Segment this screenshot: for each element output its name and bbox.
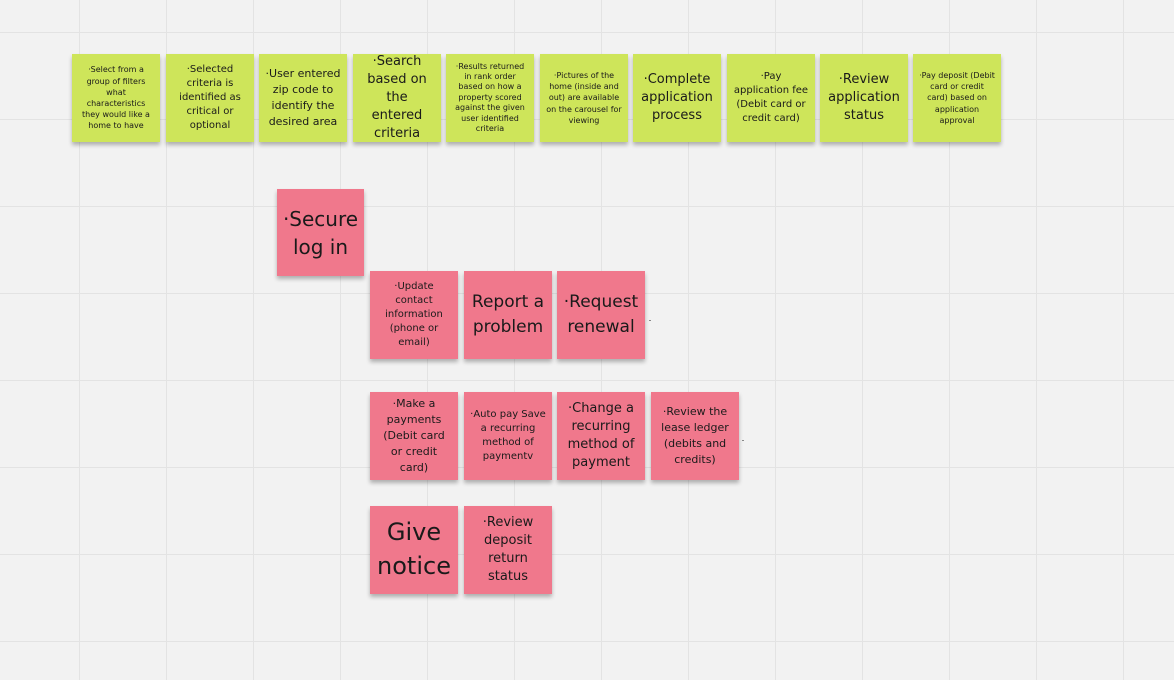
stray-mark [742,440,744,441]
sticky-note-review-deposit-return[interactable]: ·Review deposit return status [464,506,552,594]
sticky-note-text: ·Pictures of the home (inside and out) a… [546,71,622,125]
sticky-note-text: ·Selected criteria is identified as crit… [179,64,241,131]
sticky-note-make-payments[interactable]: ·Make a payments (Debit card or credit c… [370,392,458,480]
sticky-note-text: ·Search based on the entered criteria [367,54,427,142]
sticky-note-auto-pay[interactable]: ·Auto pay Save a recurring method of pay… [464,392,552,480]
sticky-note-text: ·Complete application process [641,71,713,124]
sticky-note-pictures-carousel[interactable]: ·Pictures of the home (inside and out) a… [540,54,628,142]
sticky-note-report-problem[interactable]: Report a problem [464,271,552,359]
sticky-note-pay-application-fee[interactable]: ·Pay application fee (Debit card or cred… [727,54,815,142]
sticky-note-pay-deposit[interactable]: ·Pay deposit (Debit card or credit card)… [913,54,1001,142]
sticky-note-text: ·User entered zip code to identify the d… [265,67,341,128]
sticky-note-review-lease-ledger[interactable]: ·Review the lease ledger (debits and cre… [651,392,739,480]
sticky-note-review-application-status[interactable]: ·Review application status [820,54,908,142]
stray-mark [649,320,651,321]
sticky-note-text: ·Select from a group of filters what cha… [82,65,150,131]
sticky-note-update-contact-info[interactable]: ·Update contact information (phone or em… [370,271,458,359]
sticky-note-text: ·Make a payments (Debit card or credit c… [383,397,445,474]
sticky-note-text: ·Request renewal [563,292,639,337]
sticky-note-text: Give notice [377,518,451,580]
sticky-note-request-renewal[interactable]: ·Request renewal [557,271,645,359]
sticky-note-text: ·Secure log in [282,206,359,259]
sticky-note-text: ·Auto pay Save a recurring method of pay… [470,409,546,462]
sticky-note-text: ·Review deposit return status [482,514,534,585]
sticky-note-text: Report a problem [471,292,545,337]
sticky-note-text: ·Results returned in rank order based on… [455,61,525,133]
sticky-note-results-rank-order[interactable]: ·Results returned in rank order based on… [446,54,534,142]
sticky-note-search-criteria[interactable]: ·Search based on the entered criteria [353,54,441,142]
sticky-note-text: ·Review application status [828,71,900,124]
sticky-note-text: ·Review the lease ledger (debits and cre… [661,405,729,466]
sticky-note-text: ·Pay application fee (Debit card or cred… [733,71,809,124]
sticky-note-zip-code[interactable]: ·User entered zip code to identify the d… [259,54,347,142]
sticky-note-give-notice[interactable]: Give notice [370,506,458,594]
sticky-note-select-filters[interactable]: ·Select from a group of filters what cha… [72,54,160,142]
sticky-note-secure-log-in[interactable]: ·Secure log in [277,189,364,276]
sticky-note-complete-application[interactable]: ·Complete application process [633,54,721,142]
sticky-note-text: ·Update contact information (phone or em… [385,281,443,348]
sticky-note-change-recurring-payment[interactable]: ·Change a recurring method of payment [557,392,645,480]
sticky-note-text: ·Change a recurring method of payment [567,400,635,471]
sticky-note-selected-criteria[interactable]: ·Selected criteria is identified as crit… [166,54,254,142]
sticky-note-text: ·Pay deposit (Debit card or credit card)… [919,71,995,125]
